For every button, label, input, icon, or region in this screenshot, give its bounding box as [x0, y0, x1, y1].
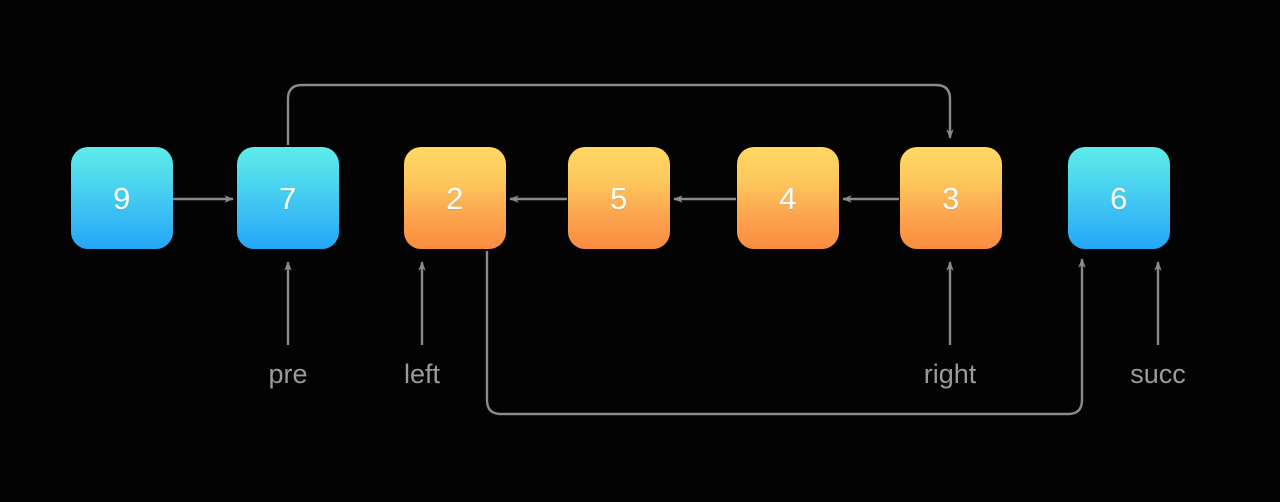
node-value: 5 [610, 180, 628, 216]
list-node-9[interactable]: 9 [71, 147, 173, 249]
node-value: 2 [446, 180, 464, 216]
node-value: 9 [113, 180, 131, 216]
edge-7-to-3-top-curve [286, 83, 954, 145]
node-value: 6 [1110, 180, 1128, 216]
list-node-2[interactable]: 2 [404, 147, 506, 249]
edge-2-to-6-bottom-curve [485, 251, 1086, 416]
list-node-6[interactable]: 6 [1068, 147, 1170, 249]
node-value: 3 [942, 180, 960, 216]
pointer-label-succ: succ [1130, 359, 1186, 389]
pointer-label-left: left [403, 359, 441, 389]
list-node-4[interactable]: 4 [737, 147, 839, 249]
list-node-5[interactable]: 5 [568, 147, 670, 249]
list-node-3[interactable]: 3 [900, 147, 1002, 249]
pointer-label-pre: pre [268, 359, 308, 389]
list-node-7[interactable]: 7 [237, 147, 339, 249]
pointer-label-right: right [923, 359, 977, 389]
node-value: 4 [779, 180, 797, 216]
node-value: 7 [279, 180, 297, 216]
